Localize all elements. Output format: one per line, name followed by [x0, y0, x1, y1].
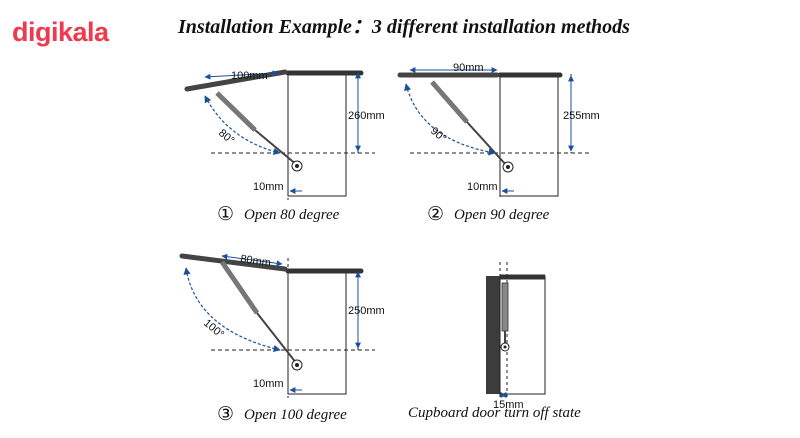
- gas-spring-cylinder: [501, 282, 509, 332]
- vertical-dimension: 260mm: [348, 110, 385, 122]
- caption-text: Open 80 degree: [244, 207, 340, 223]
- diagram-open-80: 100mm 260mm 80° 10mm: [184, 69, 385, 200]
- diagram-open-90: 90mm 255mm 90° 10mm: [397, 62, 600, 200]
- cabinet-outline: [287, 71, 347, 197]
- offset-dimension: 10mm: [253, 181, 284, 193]
- vertical-dimension: 250mm: [348, 305, 385, 317]
- cabinet-outline: [287, 269, 347, 395]
- gas-spring-cylinder: [215, 91, 257, 132]
- page-title: Installation Example：3 different install…: [178, 16, 630, 38]
- vertical-dimension: 255mm: [563, 110, 600, 122]
- caption-number: ③: [217, 404, 235, 425]
- cabinet-outline: [499, 73, 559, 197]
- gas-spring-cylinder: [430, 80, 469, 124]
- caption-text: Open 100 degree: [244, 407, 347, 423]
- gas-spring-cylinder: [219, 260, 260, 315]
- caption-text: Open 90 degree: [454, 207, 550, 223]
- angle-label: 90°: [428, 125, 448, 145]
- closed-door: [486, 276, 500, 394]
- caption-open-80: ① Open 80 degree: [217, 203, 339, 226]
- digikala-logo: digikala: [12, 17, 109, 47]
- offset-dimension: 10mm: [253, 378, 284, 390]
- gas-spring-rod: [466, 121, 508, 167]
- horizontal-dimension: 90mm: [453, 62, 484, 74]
- caption-number: ①: [217, 204, 235, 225]
- angle-label: 80°: [216, 127, 236, 147]
- caption-number: ②: [427, 204, 445, 225]
- caption-open-90: ② Open 90 degree: [427, 203, 549, 226]
- caption-open-100: ③ Open 100 degree: [217, 403, 347, 426]
- diagram-open-100: 80mm 250mm 100° 10mm: [179, 253, 385, 398]
- horizontal-dimension: 80mm: [240, 253, 272, 269]
- horizontal-dimension: 100mm: [231, 70, 268, 82]
- diagram-closed-state: 15mm: [486, 262, 546, 411]
- offset-dimension: 10mm: [467, 181, 498, 193]
- offset-dimension: 15mm: [493, 399, 524, 411]
- gas-spring-rod: [256, 312, 298, 365]
- angle-label: 100°: [201, 317, 226, 341]
- caption-closed-state: Cupboard door turn off state: [408, 405, 581, 421]
